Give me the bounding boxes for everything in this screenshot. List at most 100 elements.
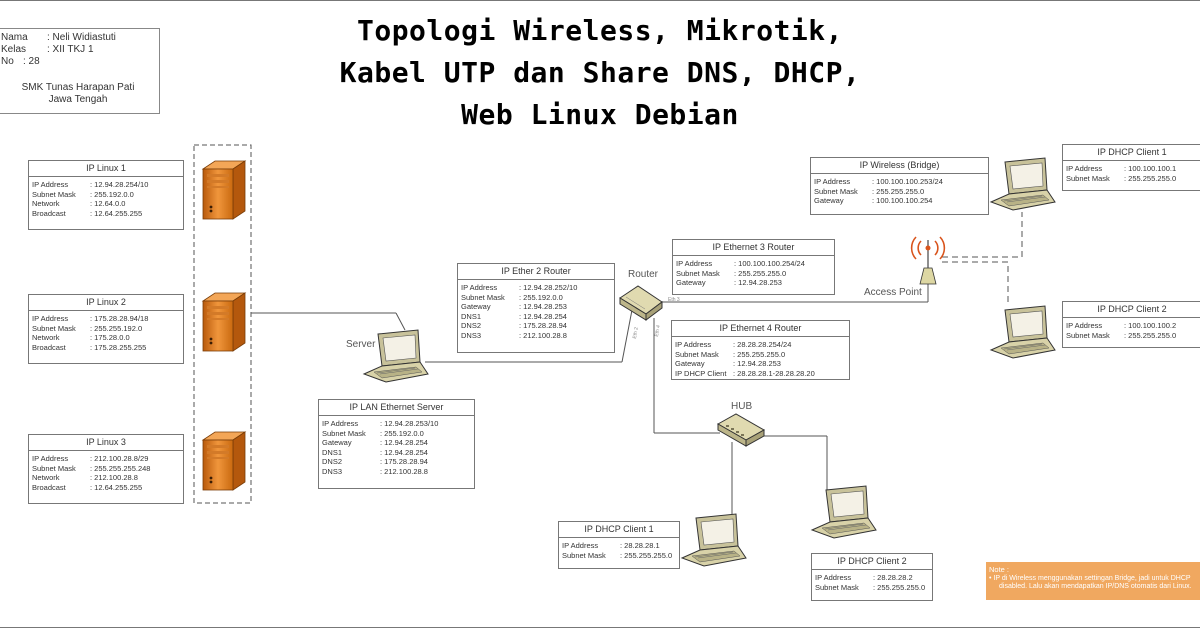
box-row: IP Address: 175.28.28.94/18 xyxy=(32,314,183,324)
field-label: IP Address xyxy=(32,454,69,463)
field-value: : 212.100.28.8 xyxy=(380,466,428,476)
box-row: DNS1: 12.94.28.254 xyxy=(461,312,614,322)
identity-key: Nama xyxy=(1,32,28,43)
box-row: Gateway: 12.94.28.253 xyxy=(461,302,614,312)
field-label: IP Address xyxy=(676,259,713,268)
field-label: IP Address xyxy=(322,419,359,428)
field-value: : 212.100.28.8 xyxy=(519,330,567,340)
field-label: IP Address xyxy=(1066,321,1103,330)
field-label: Broadcast xyxy=(32,208,66,218)
field-value: : 255.192.0.0 xyxy=(380,428,424,438)
field-value: : 175.28.28.94 xyxy=(380,457,428,467)
field-value: : 12.94.28.252/10 xyxy=(519,283,578,292)
field-label: Subnet Mask xyxy=(32,463,76,473)
box-title: IP Linux 1 xyxy=(29,161,183,177)
title-line-1: Topologi Wireless, Mikrotik, xyxy=(356,14,843,47)
box-row: Gateway: 12.94.28.253 xyxy=(676,278,834,288)
box-row: DNS1: 12.94.28.254 xyxy=(322,448,474,458)
bottom-border xyxy=(0,627,1200,628)
box-row: Network: 12.64.0.0 xyxy=(32,199,183,209)
field-label: Gateway xyxy=(814,196,844,206)
identity-value: : XII TKJ 1 xyxy=(47,44,94,55)
note-line-2: disabled. Lalu akan mendapatkan IP/DNS o… xyxy=(999,583,1192,590)
field-label: Subnet Mask xyxy=(1066,173,1110,183)
field-value: : 175.28.255.255 xyxy=(90,342,147,352)
field-value: : 100.100.100.2 xyxy=(1124,321,1177,330)
eth3-port-label: Eth 3 xyxy=(668,297,680,303)
hub-client1-laptop xyxy=(681,513,747,567)
box-row: IP Address : 28.28.28.2 xyxy=(815,573,932,583)
box-row: IP Address: 28.28.28.254/24 xyxy=(675,340,849,350)
wireless-client1-laptop xyxy=(990,157,1056,211)
note-box: Note : • IP di Wireless menggunakan sett… xyxy=(986,562,1200,600)
identity-row-number: No: 28 xyxy=(1,56,40,67)
field-label: IP Address xyxy=(562,541,599,550)
box-row: Broadcast : 12.64.255.255 xyxy=(32,209,183,219)
box-row: Broadcast: 12.64.255.255 xyxy=(32,483,183,493)
box-row: DNS3 : 212.100.28.8 xyxy=(322,467,474,477)
field-label: DNS2 xyxy=(461,321,482,331)
field-label: IP Address xyxy=(815,573,852,582)
field-value: : 255.255.255.0 xyxy=(733,349,786,359)
field-label: DNS2 xyxy=(322,457,343,467)
box-row: IP Address : 100.100.100.2 xyxy=(1066,321,1200,331)
field-value: : 255.255.255.0 xyxy=(734,268,787,278)
field-label: DNS1 xyxy=(461,311,482,321)
field-value: : 28.28.28.2 xyxy=(873,573,913,582)
field-label: DNS1 xyxy=(322,447,343,457)
box-row: IP Address: 100.100.100.1 xyxy=(1066,164,1200,174)
server-laptop xyxy=(363,329,429,383)
hub-label: HUB xyxy=(731,401,753,412)
field-label: DNS3 xyxy=(322,466,343,476)
box-row: Subnet Mask: 255.255.255.0 xyxy=(562,551,679,561)
box-row: Network: 175.28.0.0 xyxy=(32,333,183,343)
field-value: : 12.94.28.253 xyxy=(733,359,781,369)
field-label: Gateway xyxy=(675,359,705,369)
box-row: IP Address : 12.94.28.253/10 xyxy=(322,419,474,429)
school-name: SMK Tunas Harapan Pati xyxy=(21,82,135,93)
field-value: : 12.64.255.255 xyxy=(90,208,143,218)
box-row: Network : 212.100.28.8 xyxy=(32,473,183,483)
field-value: : 255.255.255.0 xyxy=(873,582,926,592)
box-row: Subnet Mask : 255.255.255.248 xyxy=(32,464,183,474)
field-value: : 175.28.0.0 xyxy=(90,333,130,343)
box-row: Subnet Mask: 255.255.255.0 xyxy=(1066,174,1200,184)
box-row: Subnet Mask: 255.255.192.0 xyxy=(32,324,183,334)
box-row: Subnet Mask : 255.255.255.0 xyxy=(675,350,849,360)
box-row: IP DHCP Client: 28.28.28.1-28.28.28.20 xyxy=(675,369,849,379)
field-label: Subnet Mask xyxy=(675,349,719,359)
router-device xyxy=(619,285,663,321)
server-tower-linux1 xyxy=(202,160,246,220)
field-value: : 28.28.28.1 xyxy=(620,541,660,550)
field-label: Subnet Mask xyxy=(815,582,859,592)
field-label: Subnet Mask xyxy=(1066,330,1110,340)
box-row: DNS3: 212.100.28.8 xyxy=(461,331,614,341)
field-label: IP Address xyxy=(32,314,69,323)
field-value: : 12.94.28.254/10 xyxy=(90,180,149,189)
router-label: Router xyxy=(628,269,659,280)
field-value: : 12.64.255.255 xyxy=(90,482,143,492)
hub-device xyxy=(716,413,766,447)
box-title: IP Linux 2 xyxy=(29,295,183,311)
field-label: IP Address xyxy=(461,283,498,292)
box-row: Subnet Mask: 255.255.255.0 xyxy=(814,187,988,197)
field-value: : 12.94.28.253/10 xyxy=(380,419,439,428)
field-value: : 100.100.100.253/24 xyxy=(872,177,943,186)
field-label: Network xyxy=(32,473,60,483)
field-value: : 212.100.28.8 xyxy=(90,473,138,483)
field-value: : 255.255.255.248 xyxy=(90,463,151,473)
server-label: Server xyxy=(346,339,376,350)
box-title: IP DHCP Client 1 xyxy=(1063,145,1200,161)
box-row: IP Address: 212.100.28.8/29 xyxy=(32,454,183,464)
field-value: : 12.64.0.0 xyxy=(90,199,126,209)
